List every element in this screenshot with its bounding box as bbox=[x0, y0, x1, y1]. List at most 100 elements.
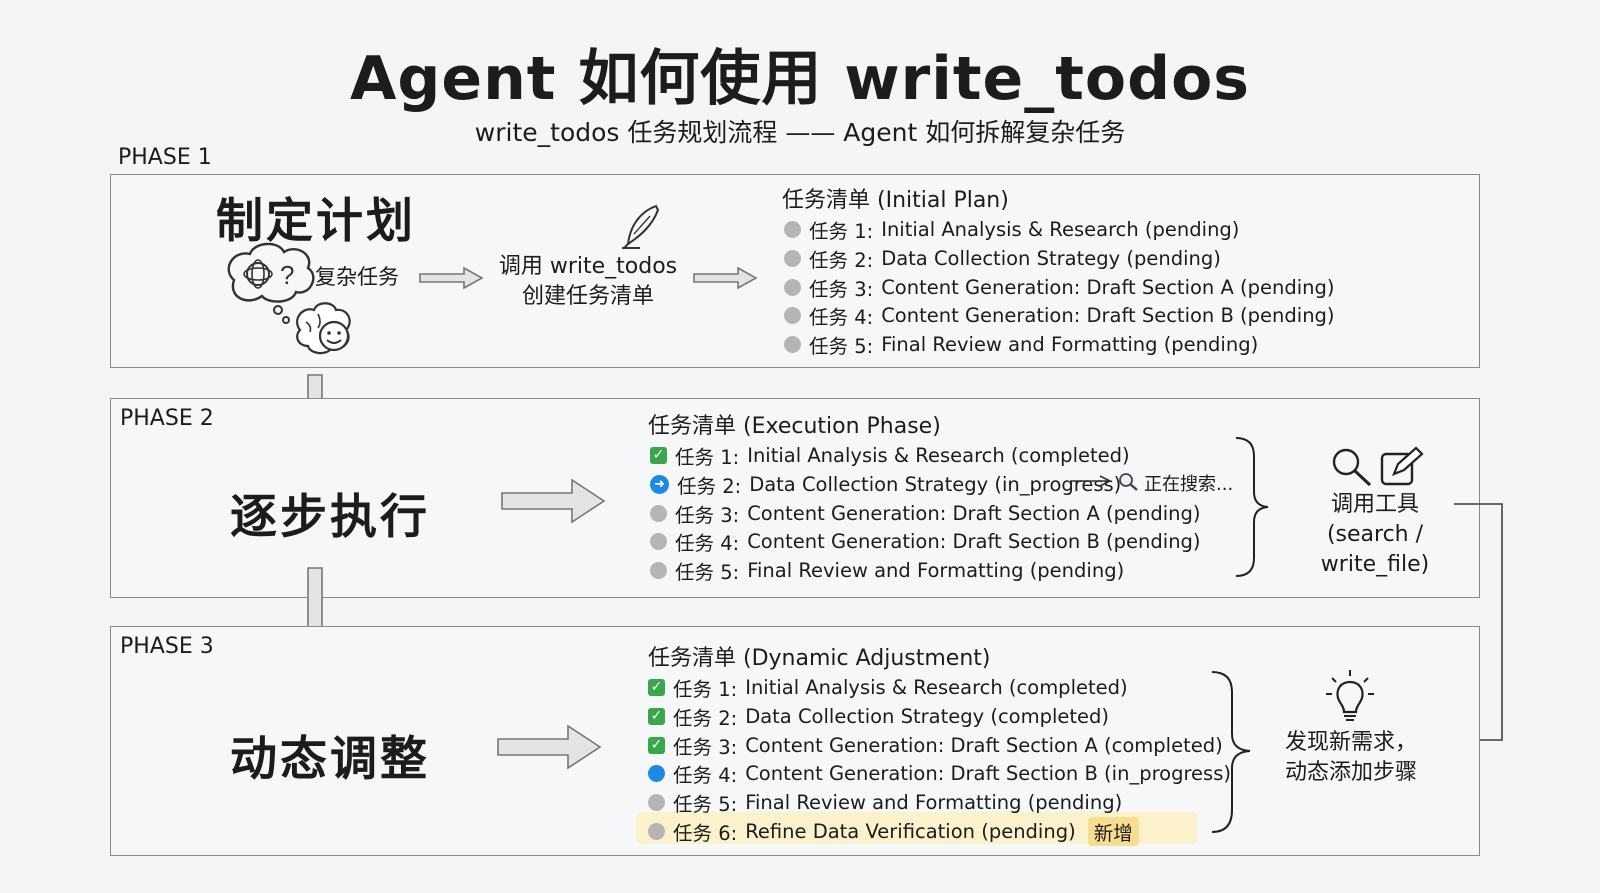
pending-dot-icon bbox=[650, 504, 667, 522]
brain-icon bbox=[296, 302, 351, 355]
phase1-heading: 制定计划 bbox=[216, 194, 416, 249]
task-number: 任务 3: bbox=[809, 277, 874, 301]
thin-arrow-icon bbox=[1070, 475, 1112, 487]
pending-dot-icon bbox=[784, 221, 801, 238]
task-text: Data Collection Strategy (completed) bbox=[745, 704, 1110, 728]
list-item: 任务 3: Content Generation: Draft Section A… bbox=[784, 273, 1335, 302]
task-text: Refine Data Verification (pending) bbox=[745, 820, 1076, 843]
task-number: 任务 5: bbox=[675, 561, 740, 585]
phase2-panel bbox=[110, 398, 1480, 598]
list-item: ✓ 任务 1: Initial Analysis & Research (compl… bbox=[650, 441, 1130, 470]
task-text: Content Generation: Draft Section A (pen… bbox=[881, 275, 1335, 299]
arrow-right-icon bbox=[693, 266, 758, 290]
tools-title: 调用工具 bbox=[1330, 492, 1419, 517]
pending-dot-icon bbox=[650, 562, 667, 580]
task-text: Initial Analysis & Research (completed) bbox=[747, 444, 1130, 467]
list-item: 任务 1: Initial Analysis & Research (pendin… bbox=[784, 215, 1239, 244]
list-item: ✓ 任务 1: Initial Analysis & Research (compl… bbox=[648, 673, 1128, 702]
svg-text:?: ? bbox=[280, 260, 294, 290]
task-number: 任务 6: bbox=[673, 822, 738, 845]
task-text: Data Collection Strategy (pending) bbox=[881, 246, 1221, 270]
task-text: Final Review and Formatting (pending) bbox=[881, 333, 1259, 357]
edit-icon bbox=[1380, 446, 1424, 486]
list-item: ➜ 任务 2: Data Collection Strategy (in_progr… bbox=[650, 470, 1121, 499]
task-number: 任务 1: bbox=[675, 446, 740, 469]
pending-dot-icon bbox=[784, 249, 801, 267]
brace-icon bbox=[1235, 437, 1269, 577]
task-text: Content Generation: Draft Section B (pen… bbox=[881, 304, 1335, 328]
phase3-list-title: 任务清单 (Dynamic Adjustment) bbox=[648, 646, 991, 671]
arrow-right-icon bbox=[497, 724, 602, 770]
task-text: Initial Analysis & Research (pending) bbox=[881, 218, 1240, 241]
complex-task-label: 复杂任务 bbox=[315, 265, 399, 289]
task-number: 任务 3: bbox=[673, 735, 738, 759]
task-number: 任务 5: bbox=[673, 793, 738, 817]
phase3-heading: 动态调整 bbox=[230, 732, 430, 787]
list-item: 任务 6: Refine Data Verification (pending) 新… bbox=[648, 817, 1139, 846]
list-item: 任务 5: Final Review and Formatting (pendin… bbox=[784, 330, 1258, 359]
phase2-list-title: 任务清单 (Execution Phase) bbox=[648, 414, 941, 439]
call-write-todos-label: 调用 write_todos 创建任务清单 bbox=[498, 252, 678, 312]
task-number: 任务 5: bbox=[809, 335, 874, 359]
task-text: Content Generation: Draft Section A (pen… bbox=[747, 501, 1201, 525]
list-item: 任务 4:Content Generation: Draft Section B… bbox=[648, 759, 1231, 788]
new-badge: 新增 bbox=[1087, 817, 1139, 846]
arrow-right-icon bbox=[419, 266, 484, 290]
pending-dot-icon bbox=[784, 336, 801, 354]
checkbox-checked-icon: ✓ bbox=[648, 679, 665, 696]
task-text: Content Generation: Draft Section B (pen… bbox=[747, 530, 1201, 554]
discover-line-2: 动态添加步骤 bbox=[1284, 760, 1417, 785]
thinking-cloud-icon: ? bbox=[227, 242, 315, 324]
task-text: Content Generation: Draft Section A (com… bbox=[745, 733, 1223, 757]
task-text: Initial Analysis & Research (completed) bbox=[745, 676, 1128, 699]
pending-dot-icon bbox=[650, 533, 667, 551]
task-number: 任务 4: bbox=[809, 306, 874, 330]
tools-subtitle: (search / write_file) bbox=[1320, 522, 1430, 577]
list-item: ✓ 任务 2: Data Collection Strategy (complete… bbox=[648, 702, 1109, 731]
list-item: 任务 4:Content Generation: Draft Section B… bbox=[650, 527, 1201, 556]
pending-dot-icon bbox=[648, 794, 665, 812]
phase3-label: PHASE 3 bbox=[120, 634, 214, 659]
task-number: 任务 3: bbox=[675, 503, 740, 527]
phase2-heading: 逐步执行 bbox=[230, 490, 430, 545]
list-item: 任务 4: Content Generation: Draft Section B… bbox=[784, 301, 1335, 330]
magnifier-small-icon bbox=[1119, 473, 1138, 491]
page-title: Agent 如何使用 write_todos bbox=[350, 44, 1250, 114]
checkbox-checked-icon: ✓ bbox=[648, 736, 665, 754]
task-text: Content Generation: Draft Section B (in_… bbox=[745, 762, 1231, 786]
call-line-1: 调用 write_todos bbox=[498, 254, 678, 279]
task-text: Data Collection Strategy (in_progress) bbox=[749, 472, 1122, 496]
brace-icon bbox=[1211, 671, 1251, 833]
searching-status: 正在搜索... bbox=[1144, 474, 1234, 495]
in-progress-dot-icon bbox=[648, 765, 665, 783]
tools-block: 调用工具 (search / write_file) bbox=[1280, 490, 1470, 580]
list-item: 任务 5: Final Review and Formatting (pendin… bbox=[650, 556, 1124, 585]
magnifier-icon bbox=[1332, 448, 1372, 487]
lightbulb-icon bbox=[1326, 670, 1374, 721]
quill-icon bbox=[622, 204, 660, 249]
arrow-right-icon bbox=[501, 478, 606, 524]
page-subtitle: write_todos 任务规划流程 —— Agent 如何拆解复杂任务 bbox=[474, 118, 1126, 147]
phase2-label: PHASE 2 bbox=[120, 406, 214, 431]
list-item: 任务 3: Content Generation: Draft Section A… bbox=[650, 499, 1201, 528]
task-number: 任务 2: bbox=[677, 474, 742, 498]
task-number: 任务 2: bbox=[809, 248, 874, 272]
phase1-label: PHASE 1 bbox=[118, 145, 212, 170]
pending-dot-icon bbox=[648, 823, 665, 840]
pending-dot-icon bbox=[784, 307, 801, 325]
checkbox-checked-icon: ✓ bbox=[648, 707, 665, 725]
in-progress-arrow-icon: ➜ bbox=[650, 474, 669, 494]
task-number: 任务 1: bbox=[809, 220, 874, 243]
discover-block: 发现新需求， 动态添加步骤 bbox=[1268, 728, 1434, 788]
list-item: 任务 5: Final Review and Formatting (pendin… bbox=[648, 788, 1122, 817]
pending-dot-icon bbox=[784, 278, 801, 296]
list-item: ✓ 任务 3: Content Generation: Draft Section … bbox=[648, 731, 1223, 760]
list-item: 任务 2: Data Collection Strategy (pending) bbox=[784, 244, 1221, 273]
checkbox-checked-icon: ✓ bbox=[650, 447, 667, 464]
task-number: 任务 2: bbox=[673, 706, 738, 730]
task-text: Final Review and Formatting (pending) bbox=[745, 791, 1123, 815]
phase1-list-title: 任务清单 (Initial Plan) bbox=[782, 188, 1009, 213]
task-text: Final Review and Formatting (pending) bbox=[747, 559, 1125, 583]
task-number: 任务 1: bbox=[673, 678, 738, 701]
call-line-2: 创建任务清单 bbox=[521, 284, 654, 309]
